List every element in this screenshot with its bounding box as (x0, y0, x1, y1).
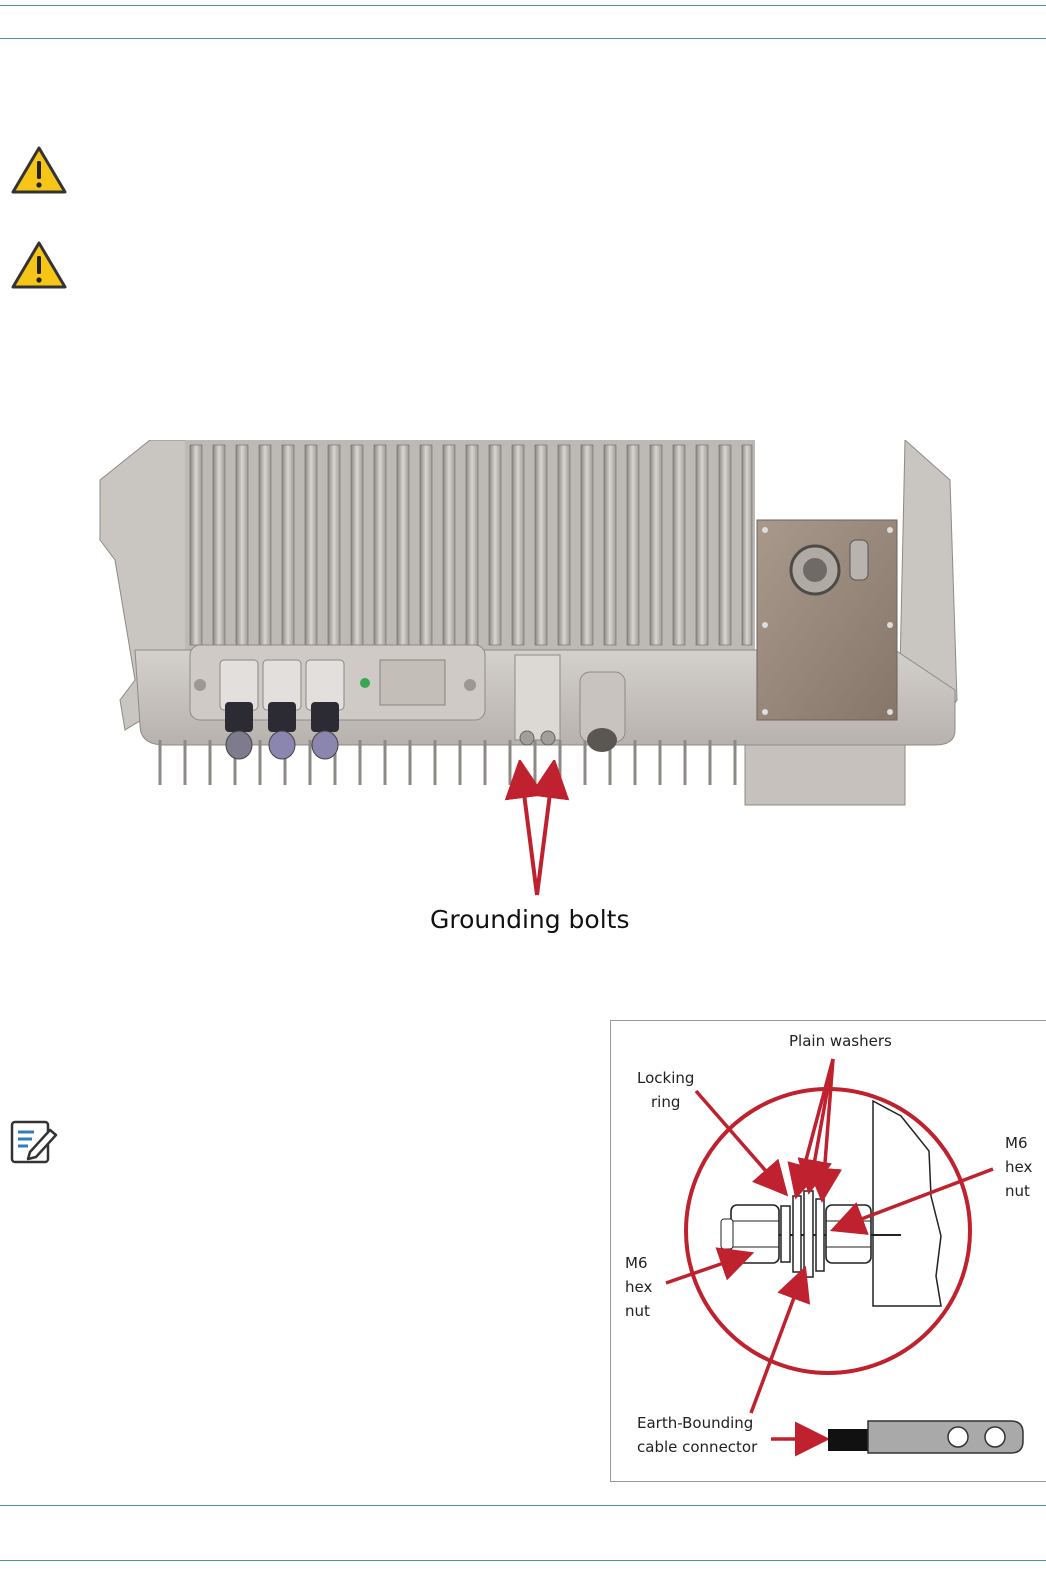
label-m6-right-3: nut (1005, 1182, 1030, 1200)
header-rule-bottom (0, 38, 1046, 39)
label-plain-washers: Plain washers (789, 1032, 892, 1050)
label-m6-right-1: M6 (1005, 1134, 1028, 1152)
label-m6-left-1: M6 (625, 1254, 648, 1272)
radio-unit-illustration (99, 440, 958, 806)
warning-icon (11, 146, 67, 194)
label-m6-right-2: hex (1005, 1158, 1033, 1176)
label-locking-ring-1: Locking (637, 1069, 695, 1087)
assembly-diagram: Plain washers Locking ring M6 hex nut M6… (610, 1020, 1046, 1482)
footer-rule-top (0, 1505, 1046, 1506)
label-earth-bounding-1: Earth-Bounding (637, 1414, 754, 1432)
label-locking-ring-2: ring (651, 1093, 681, 1111)
assembly-drawing (665, 1058, 1024, 1457)
label-m6-left-2: hex (625, 1278, 653, 1296)
header-rule-top (0, 5, 1046, 6)
grounding-arrows (504, 760, 570, 896)
label-m6-left-3: nut (625, 1302, 650, 1320)
warning-icon (11, 241, 67, 289)
footer-rule-bottom (0, 1560, 1046, 1561)
note-edit-icon (10, 1120, 58, 1164)
label-earth-bounding-2: cable connector (637, 1438, 758, 1456)
figure-caption: Grounding bolts (430, 905, 630, 934)
